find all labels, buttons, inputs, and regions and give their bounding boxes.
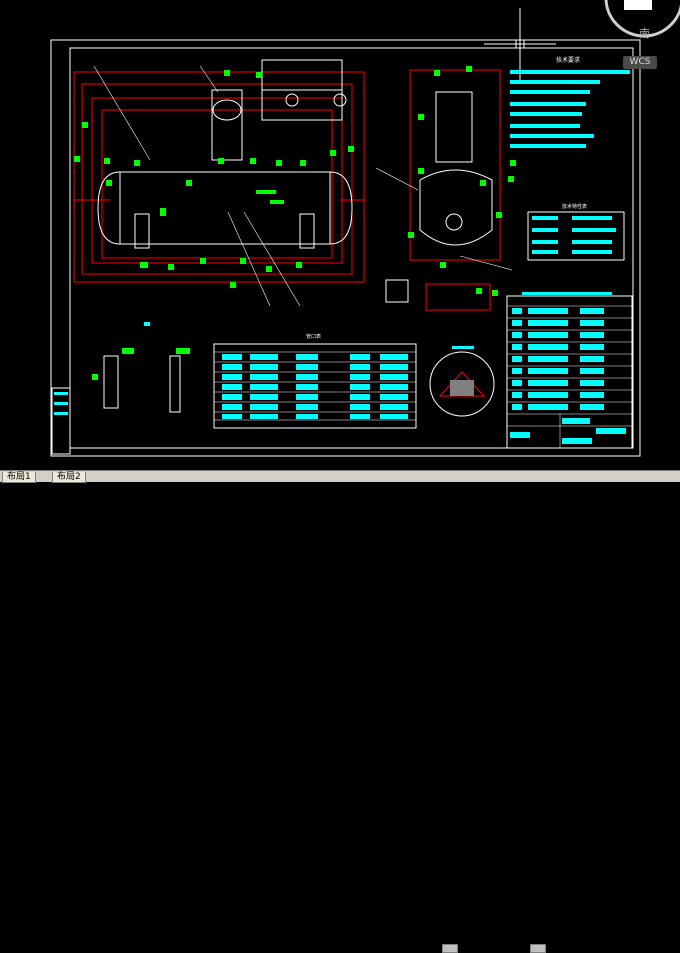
leader-lines	[93, 65, 513, 307]
cad-drawing-canvas[interactable]: 技术要求 技术特性表 管口表	[0, 0, 680, 470]
drawing-frame-outer	[50, 39, 641, 457]
compass-direction-label[interactable]: 南	[639, 27, 650, 40]
crosshair-cursor	[484, 8, 556, 80]
viewcube-widget[interactable]	[600, 0, 680, 46]
left-stamp-block	[51, 387, 71, 455]
support-details	[92, 322, 190, 413]
dimension-marks-side	[408, 66, 516, 296]
horizontal-scroll-thumb[interactable]	[530, 944, 546, 953]
nozzle-table: 管口表	[213, 333, 417, 429]
detail-view-circle	[429, 346, 495, 417]
vessel-side-view	[385, 69, 501, 311]
spec-table: 技术特性表	[527, 203, 625, 261]
tab-layout-2[interactable]: 布局2	[52, 472, 86, 483]
tech-requirements: 技术要求	[510, 56, 630, 148]
tab-layout-1[interactable]: 布局1	[2, 472, 36, 483]
drawing-frame-inner	[69, 47, 634, 449]
vessel-body	[97, 59, 353, 249]
layout-tabs-bar: 布局1 布局2	[0, 470, 680, 953]
nozzle-table-title: 管口表	[306, 333, 321, 340]
dimension-marks-front	[74, 70, 354, 288]
vessel-front-view	[73, 71, 365, 283]
spec-table-title: 技术特性表	[562, 203, 587, 210]
horizontal-scroll-arrow[interactable]	[442, 944, 458, 953]
parts-list-title-block	[506, 292, 633, 449]
tech-req-title: 技术要求	[556, 56, 580, 64]
wcs-button[interactable]: WCS	[623, 56, 657, 69]
